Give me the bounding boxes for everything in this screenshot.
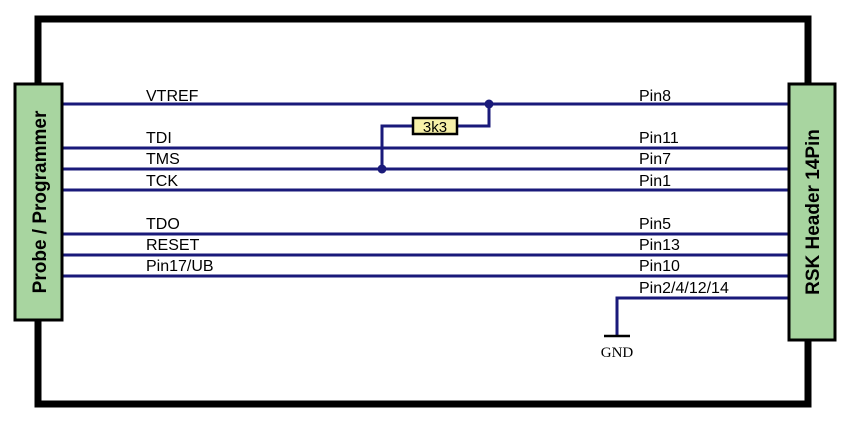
ground-label: GND [601,345,634,361]
signal-name-tdi: TDI [146,130,172,147]
pin-label-pin13: Pin13 [639,237,680,254]
signal-name-vtref: VTREF [146,88,199,105]
pin-label-pin1: Pin1 [639,173,671,190]
rsk-header-connector [787,82,837,342]
wire-resistor-bottom [380,124,413,169]
pin-label-pin5: Pin5 [639,216,671,233]
junction-dot [377,164,387,174]
signal-name-pin17ub: Pin17/UB [146,258,214,275]
pin-label-pin11: Pin11 [639,130,679,147]
pin-label-gnd-pins: Pin2/4/12/14 [639,280,729,297]
pin-label-pin7: Pin7 [639,151,671,168]
wires [62,102,790,335]
probe-connector-label: Probe / Programmer [30,110,51,293]
resistor-label: 3k3 [423,119,447,136]
signal-name-reset: RESET [146,237,200,254]
wire-resistor-top [457,104,491,128]
signal-name-tck: TCK [146,173,178,190]
signal-name-tdo: TDO [146,216,180,233]
probe-connector [13,82,64,322]
diagram-frame [34,15,812,408]
wire-gnd [615,296,790,335]
junction-dot [484,99,494,109]
resistor [411,116,459,136]
pin-label-pin10: Pin10 [639,258,680,275]
rsk-header-label: RSK Header 14Pin [803,129,824,295]
signal-name-tms: TMS [146,151,180,168]
pin-label-pin8: Pin8 [639,88,671,105]
